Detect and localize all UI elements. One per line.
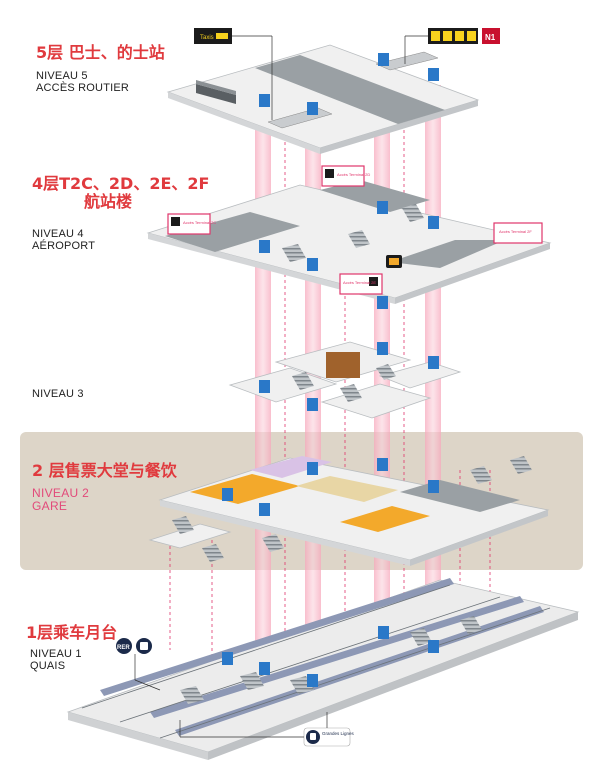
elevator-icon — [259, 94, 270, 107]
elevator-icon — [378, 626, 389, 639]
elevator-icon — [428, 356, 439, 369]
taxi-sign: Taxis — [194, 28, 273, 120]
terminal-2c-label: Accès Terminal 2C — [183, 220, 216, 225]
elevator-icon — [377, 342, 388, 355]
escalator-icon — [202, 544, 224, 562]
level5-title-zh: 5层 巴士、的士站 — [36, 43, 165, 62]
sign-terminal-2f: Accès Terminal 2F — [493, 222, 543, 244]
elevator-icon — [222, 488, 233, 501]
escalator-icon — [470, 466, 492, 484]
escalator-icon — [402, 204, 424, 222]
level4-title-fr: NIVEAU 4 AÉROPORT — [32, 228, 95, 253]
level2-title-fr: NIVEAU 2 GARE — [32, 486, 90, 514]
elevator-icon — [259, 380, 270, 393]
elevator-icon — [259, 662, 270, 675]
escalator-icon — [510, 456, 532, 474]
level4-fr-line2: AÉROPORT — [32, 240, 96, 253]
level2-title-zh: 2 层售票大堂与餐饮 — [32, 461, 177, 480]
transport-signs: N1 — [404, 28, 500, 64]
train-icon — [100, 578, 544, 736]
elevator-icon — [378, 53, 389, 66]
bus-icon — [196, 80, 236, 104]
taxi-icon — [216, 33, 228, 39]
level5-fr-line1: NIVEAU 5 — [36, 70, 88, 82]
sign-terminal-2d: Accès Terminal 2D — [321, 165, 370, 187]
elevator-icon — [377, 201, 388, 214]
elevator-icon — [307, 258, 318, 271]
level3-floor — [228, 341, 462, 419]
level5-floor — [166, 44, 480, 154]
escalator-icon — [292, 372, 314, 390]
terminal-2d-label: Accès Terminal 2D — [337, 172, 370, 177]
level4-zh-line2: 航站楼 — [84, 191, 133, 211]
escalator-icon — [460, 616, 482, 634]
rer-badge: RER — [116, 638, 161, 691]
plane-icon — [325, 169, 334, 178]
level3-fr-line1: NIVEAU 3 — [32, 388, 84, 400]
level2-fr-line2: GARE — [32, 499, 68, 514]
level1-title-fr: NIVEAU 1 QUAIS — [30, 648, 82, 673]
elevator-icon — [259, 503, 270, 516]
level4-floor — [146, 180, 552, 309]
level1-fr-line2: QUAIS — [30, 660, 66, 673]
level5-title-fr: NIVEAU 5 ACCÈS ROUTIER — [36, 70, 129, 95]
plane-icon — [369, 277, 378, 286]
sign-terminal-2e: Accès Terminal 2E — [339, 273, 383, 295]
parking-icon — [467, 31, 476, 41]
plane-icon — [171, 217, 180, 226]
escalator-icon — [282, 244, 306, 262]
sign-terminal-2c: Accès Terminal 2C — [167, 213, 216, 235]
terminal-2e-label: Accès Terminal 2E — [343, 280, 376, 285]
elevator-icon — [428, 480, 439, 493]
level1-title-zh: 1层乘车月台 — [26, 623, 118, 642]
elevator-icon — [377, 458, 388, 471]
elevator-icon — [259, 240, 270, 253]
level5-fr-line2: ACCÈS ROUTIER — [36, 82, 130, 95]
escalator-icon — [240, 672, 264, 690]
car-rental-icon — [455, 31, 464, 41]
escalator-icon — [180, 686, 204, 704]
grandes-lignes-badge: Grandes Lignes — [179, 712, 355, 747]
escalator-icon — [348, 230, 370, 248]
escalator-icon — [172, 516, 194, 534]
level4-title-zh: 4层T2C、2D、2E、2F 航站楼 — [32, 175, 209, 211]
elevator-icon — [428, 640, 439, 653]
elevator-icon — [307, 398, 318, 411]
elevator-icon — [307, 462, 318, 475]
escalator-icon — [262, 534, 284, 552]
elevator-icon — [307, 674, 318, 687]
level2-fr-line1: NIVEAU 2 — [32, 486, 90, 500]
level4-fr-line1: NIVEAU 4 — [32, 228, 84, 240]
elevator-icon — [428, 216, 439, 229]
car-icon — [443, 31, 452, 41]
elevator-icon — [307, 102, 318, 115]
level1-fr-line1: NIVEAU 1 — [30, 648, 82, 660]
elevator-icon — [377, 296, 388, 309]
level4-zh-line1: 4层T2C、2D、2E、2F — [32, 174, 210, 193]
taxi-label: Taxis — [200, 35, 214, 41]
level3-title-fr: NIVEAU 3 — [32, 388, 84, 400]
elevator-icon — [428, 68, 439, 81]
bus-icon — [431, 31, 440, 41]
level1-platforms — [66, 578, 580, 760]
level2-floor — [148, 456, 550, 566]
escalator-icon — [410, 628, 432, 646]
terminal-2f-label: Accès Terminal 2F — [499, 229, 532, 234]
n1-label: N1 — [485, 33, 496, 42]
grandes-lignes-label: Grandes Lignes — [322, 731, 355, 736]
rer-label: RER — [117, 645, 130, 651]
escalator-icon — [340, 384, 362, 402]
escalator-icon — [376, 364, 396, 380]
elevator-icon — [222, 652, 233, 665]
